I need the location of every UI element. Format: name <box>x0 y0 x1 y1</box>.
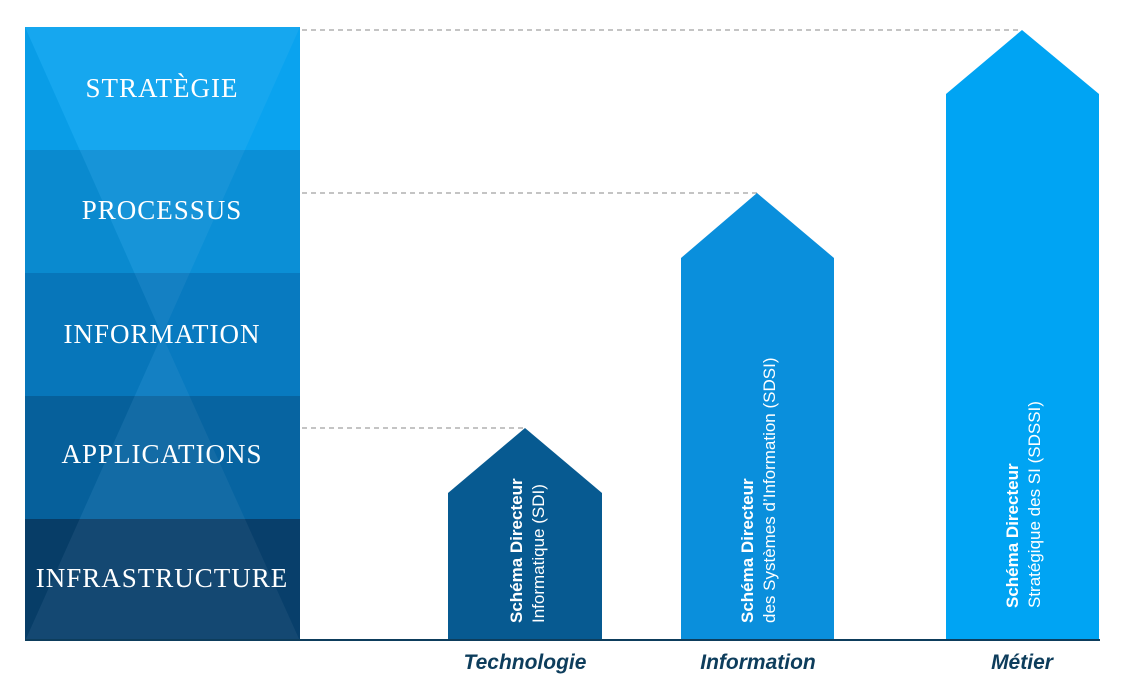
arrow-sdsi-title: Schéma Directeur <box>738 478 757 623</box>
guide-lines <box>302 29 1022 429</box>
hourglass-decoration <box>25 27 300 641</box>
arrow-sdsi-subtitle: des Systèmes d’Information (SDSI) <box>760 358 779 623</box>
layer-label-infrastructure: INFRASTRUCTURE <box>36 563 289 593</box>
layer-label-processus: PROCESSUS <box>82 195 243 225</box>
category-labels: Technologie Information Métier <box>464 651 1055 674</box>
layer-applications <box>25 396 300 519</box>
arrow-sdsi <box>681 193 834 639</box>
layer-label-applications: APPLICATIONS <box>61 439 262 469</box>
arrow-sdi-subtitle: Informatique (SDI) <box>529 484 548 623</box>
arrow-sdi <box>448 428 602 639</box>
category-label-metier: Métier <box>991 651 1055 674</box>
layer-label-strategie: STRATÈGIE <box>86 73 239 103</box>
category-label-technologie: Technologie <box>464 651 587 674</box>
category-label-information: Information <box>700 651 816 674</box>
layer-information <box>25 273 300 396</box>
layer-processus <box>25 150 300 273</box>
arrow-sdi-title: Schéma Directeur <box>507 478 526 623</box>
layer-label-information: INFORMATION <box>63 319 260 349</box>
arrow-sdssi-title: Schéma Directeur <box>1003 463 1022 608</box>
layer-stack: STRATÈGIE PROCESSUS INFORMATION APPLICAT… <box>25 27 300 641</box>
arrow-sdssi-subtitle: Stratégique des SI (SDSSI) <box>1025 401 1044 608</box>
arrow-sdssi <box>946 30 1099 639</box>
arrows: Schéma Directeur Informatique (SDI) Sché… <box>448 30 1099 639</box>
layer-strategie <box>25 27 300 150</box>
layer-infrastructure <box>25 519 300 641</box>
